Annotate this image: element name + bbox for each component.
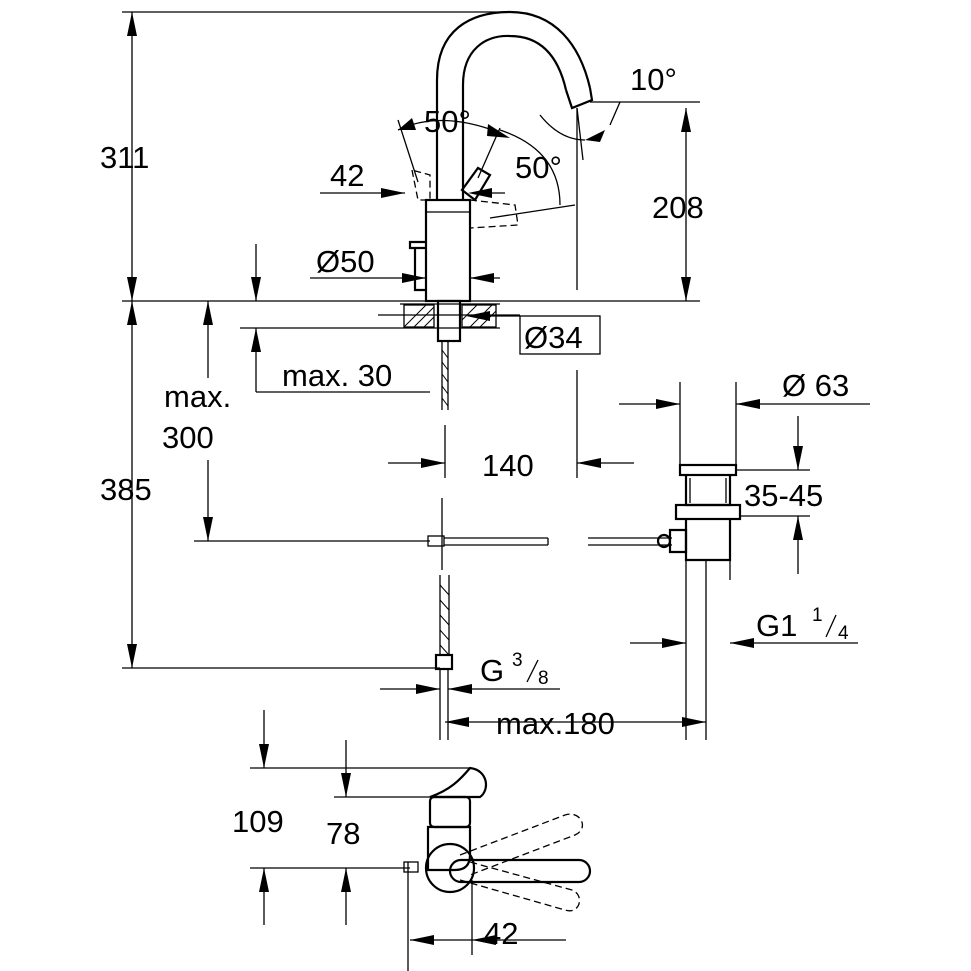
plan-depth-109-label: 109 xyxy=(232,804,284,839)
hose-length-value-label: 300 xyxy=(162,420,214,455)
popup-rod xyxy=(427,498,672,740)
waste-diameter-dimension xyxy=(619,382,870,465)
max-thickness-label: max. 30 xyxy=(282,358,392,393)
waste-thread-dimension xyxy=(630,638,858,648)
hole-diameter-label: Ø34 xyxy=(524,320,583,355)
spout-height-208-dimension xyxy=(681,108,691,301)
spout xyxy=(435,10,594,290)
plan-handle-offset-42-dimension xyxy=(410,880,566,955)
handle-offset-42-dimension xyxy=(320,188,505,198)
waste-offset-label: max.180 xyxy=(496,706,615,741)
base-diameter-label: Ø50 xyxy=(316,244,375,279)
waste-thread-den-label: 4 xyxy=(838,623,849,644)
under-height-385-label: 385 xyxy=(100,472,152,507)
spout-tilt-label: 10° xyxy=(630,62,677,97)
hole-diameter-dimension xyxy=(466,311,601,355)
waste-offset-dimension xyxy=(445,717,706,727)
waste-range-dimension xyxy=(736,416,810,574)
handle-variants xyxy=(397,118,576,229)
waste-diameter-label: Ø 63 xyxy=(782,368,849,403)
supply-thread-dimension xyxy=(380,684,560,694)
base-diameter-dimension xyxy=(310,273,500,283)
spout-reach-dimension xyxy=(388,370,634,478)
front-elevation: 311 10° 208 xyxy=(100,10,870,741)
waste-thread-num-label: 1 xyxy=(812,605,823,626)
supply-thread-num-label: 3 xyxy=(512,650,523,671)
plan-handle-depth-78-dimension xyxy=(334,740,430,925)
hose-length-max-label: max. xyxy=(164,379,231,414)
max-thickness-dimension xyxy=(240,244,430,393)
handle-angle-side-label: 50° xyxy=(515,150,562,185)
spout-reach-label: 140 xyxy=(482,448,534,483)
spout-tilt-dimension xyxy=(539,101,700,161)
plan-handle-depth-78-label: 78 xyxy=(326,816,360,851)
handle-angle-top-label: 50° xyxy=(424,104,471,139)
height-311-label: 311 xyxy=(100,140,149,175)
waste-thread-main-label: G1 xyxy=(756,608,797,643)
under-height-385-dimension xyxy=(122,301,440,669)
plan-outline xyxy=(403,766,592,971)
supply-thread-den-label: 8 xyxy=(538,668,549,689)
plan-depth-109-dimension xyxy=(250,710,470,925)
height-311-dimension xyxy=(122,11,500,301)
waste-fitting xyxy=(656,463,742,740)
spout-height-208-label: 208 xyxy=(652,190,704,225)
waste-thread-fraction-slash xyxy=(825,614,837,638)
counter-section xyxy=(378,299,520,410)
supply-thread-fraction-slash xyxy=(526,659,539,683)
plan-handle-offset-42-label: 42 xyxy=(484,916,518,951)
faucet-body xyxy=(408,198,472,303)
supply-thread-main-label: G xyxy=(480,653,504,688)
handle-offset-42-label: 42 xyxy=(330,158,364,193)
waste-range-label: 35-45 xyxy=(744,478,823,513)
hose-length-dimension xyxy=(194,301,430,542)
plan-view: 109 78 42 xyxy=(232,710,592,971)
